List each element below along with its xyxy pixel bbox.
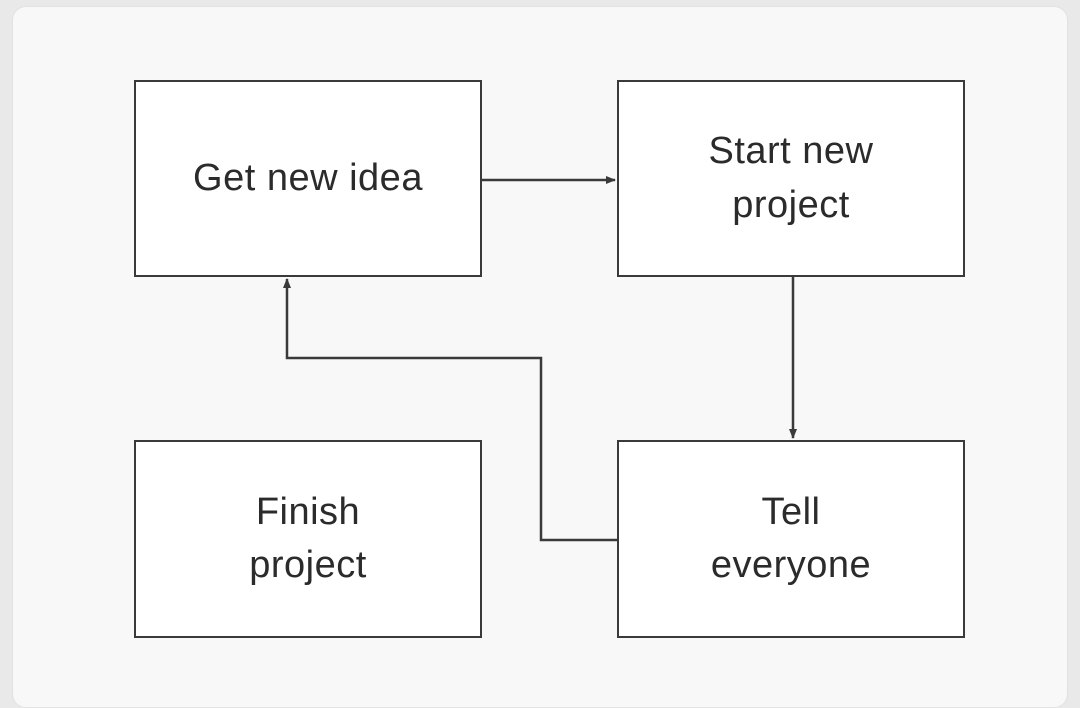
node-label-line: Get new idea <box>193 156 423 199</box>
node-tell-everyone: Tell everyone <box>617 440 965 638</box>
node-label-line: Start new <box>708 130 874 173</box>
node-label-line: project <box>249 544 367 586</box>
node-label-line: Finish <box>255 490 361 533</box>
node-label-line: project <box>732 183 850 226</box>
arrow-tell-to-idea <box>283 278 617 542</box>
node-label-line: Tell <box>761 490 821 533</box>
node-get-new-idea: Get new idea <box>134 80 482 277</box>
node-finish-project: Finish project <box>134 440 482 638</box>
node-start-new-project: Start new project <box>617 80 965 277</box>
node-label-line: everyone <box>710 544 872 586</box>
